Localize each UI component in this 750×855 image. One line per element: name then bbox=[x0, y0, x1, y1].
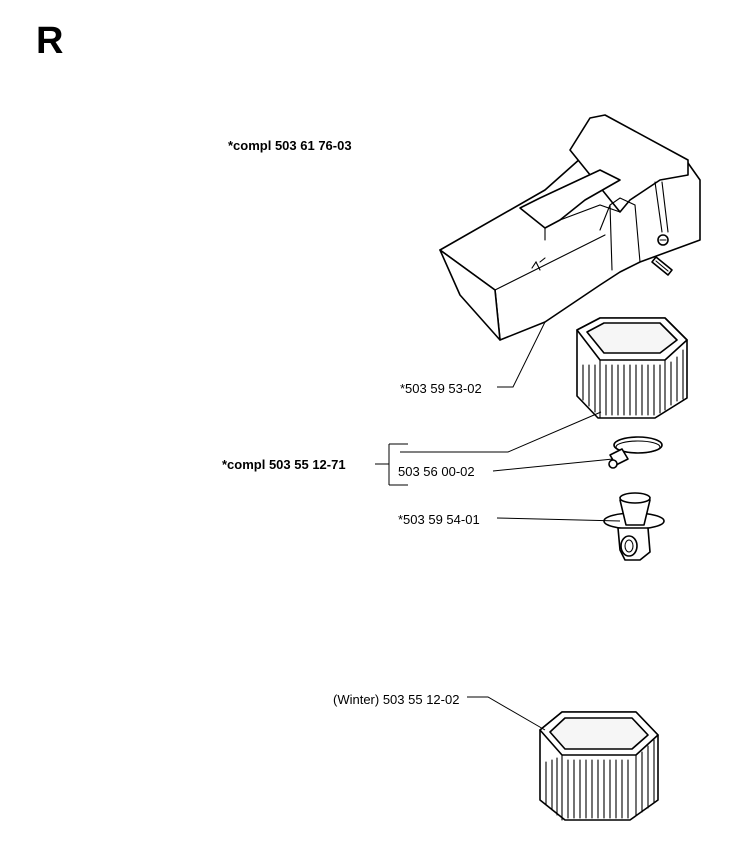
connector-leader bbox=[496, 517, 621, 522]
winter-filter-leader bbox=[467, 696, 546, 731]
filter-kit-bracket bbox=[375, 443, 408, 486]
filter-leader bbox=[497, 321, 546, 388]
hose-clamp-leader bbox=[492, 458, 614, 472]
winter-filter-part-number: (Winter) 503 55 12-02 bbox=[333, 692, 460, 707]
hose-clamp bbox=[608, 436, 663, 469]
filter-kit-leader bbox=[400, 411, 602, 453]
filter-part-number: *503 59 53-02 bbox=[400, 381, 482, 396]
page-title: R bbox=[36, 20, 64, 62]
winter-air-filter bbox=[539, 711, 659, 821]
cylinder-cover bbox=[439, 114, 701, 341]
filter-kit-part-number: *compl 503 55 12-71 bbox=[222, 457, 346, 472]
connector-part-number: *503 59 54-01 bbox=[398, 512, 480, 527]
hose-clamp-part-number: 503 56 00-02 bbox=[398, 464, 475, 479]
leader-lines bbox=[375, 321, 621, 731]
air-filter bbox=[576, 317, 688, 419]
intake-connector bbox=[603, 492, 665, 561]
cover-kit-part-number: *compl 503 61 76-03 bbox=[228, 138, 352, 153]
